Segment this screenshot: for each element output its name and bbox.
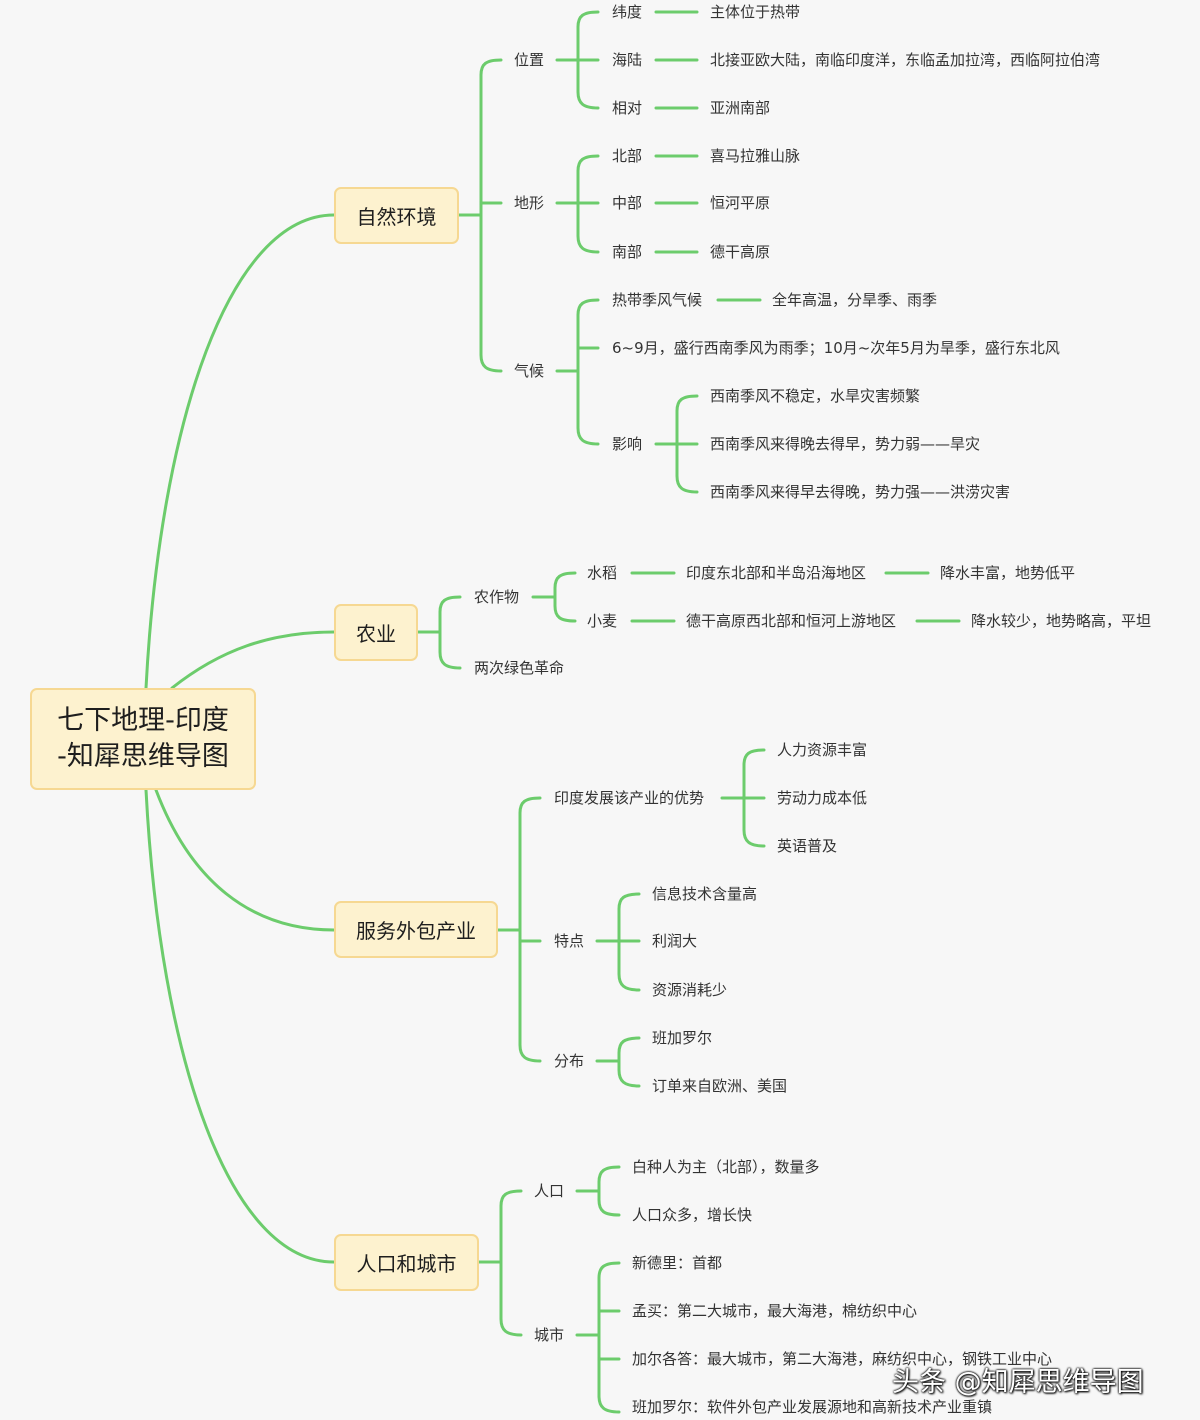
- node-population-city[interactable]: 人口和城市: [334, 1234, 479, 1291]
- node-climate-seasons[interactable]: 6~9月，盛行西南季风为雨季；10月~次年5月为旱季，盛行东北风: [612, 339, 1060, 357]
- node-terrain-south-value[interactable]: 德干高原: [710, 243, 771, 261]
- connector-root-agriculture: [170, 630, 336, 690]
- node-location[interactable]: 位置: [514, 51, 545, 69]
- node-feature-item[interactable]: 利润大: [652, 932, 698, 950]
- node-advantage-item[interactable]: 英语普及: [777, 837, 838, 855]
- node-terrain-middle[interactable]: 中部: [612, 194, 643, 212]
- node-wheat-area[interactable]: 德干高原西北部和恒河上游地区: [686, 612, 897, 630]
- root-node[interactable]: 七下地理-印度 -知犀思维导图: [30, 688, 256, 790]
- node-climate-type[interactable]: 热带季风气候: [612, 291, 703, 309]
- node-impact-item[interactable]: 西南季风来得早去得晚，势力强——洪涝灾害: [710, 483, 1011, 501]
- node-terrain-north-value[interactable]: 喜马拉雅山脉: [710, 147, 801, 165]
- node-features[interactable]: 特点: [554, 932, 585, 950]
- node-relative[interactable]: 相对: [612, 99, 643, 117]
- node-people[interactable]: 人口: [534, 1182, 565, 1200]
- node-advantage-item[interactable]: 劳动力成本低: [777, 789, 868, 807]
- node-crops[interactable]: 农作物: [474, 588, 520, 606]
- node-people-item[interactable]: 白种人为主（北部），数量多: [632, 1158, 820, 1176]
- node-climate[interactable]: 气候: [514, 362, 545, 380]
- node-rice-condition[interactable]: 降水丰富，地势低平: [940, 564, 1076, 582]
- node-feature-item[interactable]: 信息技术含量高: [652, 885, 758, 903]
- connector-root-nature: [144, 213, 336, 690]
- node-feature-item[interactable]: 资源消耗少: [652, 981, 728, 999]
- node-service-outsourcing[interactable]: 服务外包产业: [334, 901, 498, 958]
- node-sea-land-value[interactable]: 北接亚欧大陆，南临印度洋，东临孟加拉湾，西临阿拉伯湾: [710, 51, 1101, 69]
- node-distribution-item[interactable]: 订单来自欧洲、美国: [652, 1077, 788, 1095]
- node-advantage-item[interactable]: 人力资源丰富: [777, 741, 868, 759]
- node-latitude[interactable]: 纬度: [612, 3, 643, 21]
- node-impact-item[interactable]: 西南季风来得晚去得早，势力弱——旱灾: [710, 435, 981, 453]
- root-title-line2: -知犀思维导图: [57, 741, 229, 772]
- node-rice-area[interactable]: 印度东北部和半岛沿海地区: [686, 564, 867, 582]
- node-agriculture[interactable]: 农业: [334, 604, 418, 661]
- node-rice[interactable]: 水稻: [587, 564, 618, 582]
- node-city-item[interactable]: 孟买：第二大城市，最大海港，棉纺织中心: [632, 1302, 918, 1320]
- connector-root-population: [144, 788, 336, 1264]
- node-wheat[interactable]: 小麦: [587, 612, 618, 630]
- node-city-item[interactable]: 新德里：首都: [632, 1254, 723, 1272]
- connector-root-service: [154, 788, 336, 932]
- node-relative-value[interactable]: 亚洲南部: [710, 99, 771, 117]
- root-title-line1: 七下地理-印度: [57, 705, 229, 736]
- node-terrain[interactable]: 地形: [514, 194, 545, 212]
- node-distribution-item[interactable]: 班加罗尔: [652, 1029, 713, 1047]
- node-wheat-condition[interactable]: 降水较少，地势略高，平坦: [971, 612, 1152, 630]
- node-impact-item[interactable]: 西南季风不稳定，水旱灾害频繁: [710, 387, 921, 405]
- node-terrain-middle-value[interactable]: 恒河平原: [710, 194, 771, 212]
- node-advantages[interactable]: 印度发展该产业的优势: [554, 789, 705, 807]
- node-terrain-north[interactable]: 北部: [612, 147, 643, 165]
- watermark: 头条 @知犀思维导图: [892, 1367, 1144, 1398]
- node-cities[interactable]: 城市: [534, 1326, 565, 1344]
- node-nature[interactable]: 自然环境: [334, 187, 459, 244]
- node-city-item[interactable]: 班加罗尔：软件外包产业发展源地和高新技术产业重镇: [632, 1398, 993, 1416]
- node-latitude-value[interactable]: 主体位于热带: [710, 3, 801, 21]
- node-people-item[interactable]: 人口众多，增长快: [632, 1206, 753, 1224]
- node-climate-impact[interactable]: 影响: [612, 435, 643, 453]
- node-city-item[interactable]: 加尔各答：最大城市，第二大海港，麻纺织中心，钢铁工业中心: [632, 1350, 1053, 1368]
- node-sea-land[interactable]: 海陆: [612, 51, 643, 69]
- node-climate-type-value[interactable]: 全年高温，分旱季、雨季: [772, 291, 938, 309]
- node-distribution[interactable]: 分布: [554, 1052, 585, 1070]
- node-terrain-south[interactable]: 南部: [612, 243, 643, 261]
- node-green-revolution[interactable]: 两次绿色革命: [474, 659, 565, 677]
